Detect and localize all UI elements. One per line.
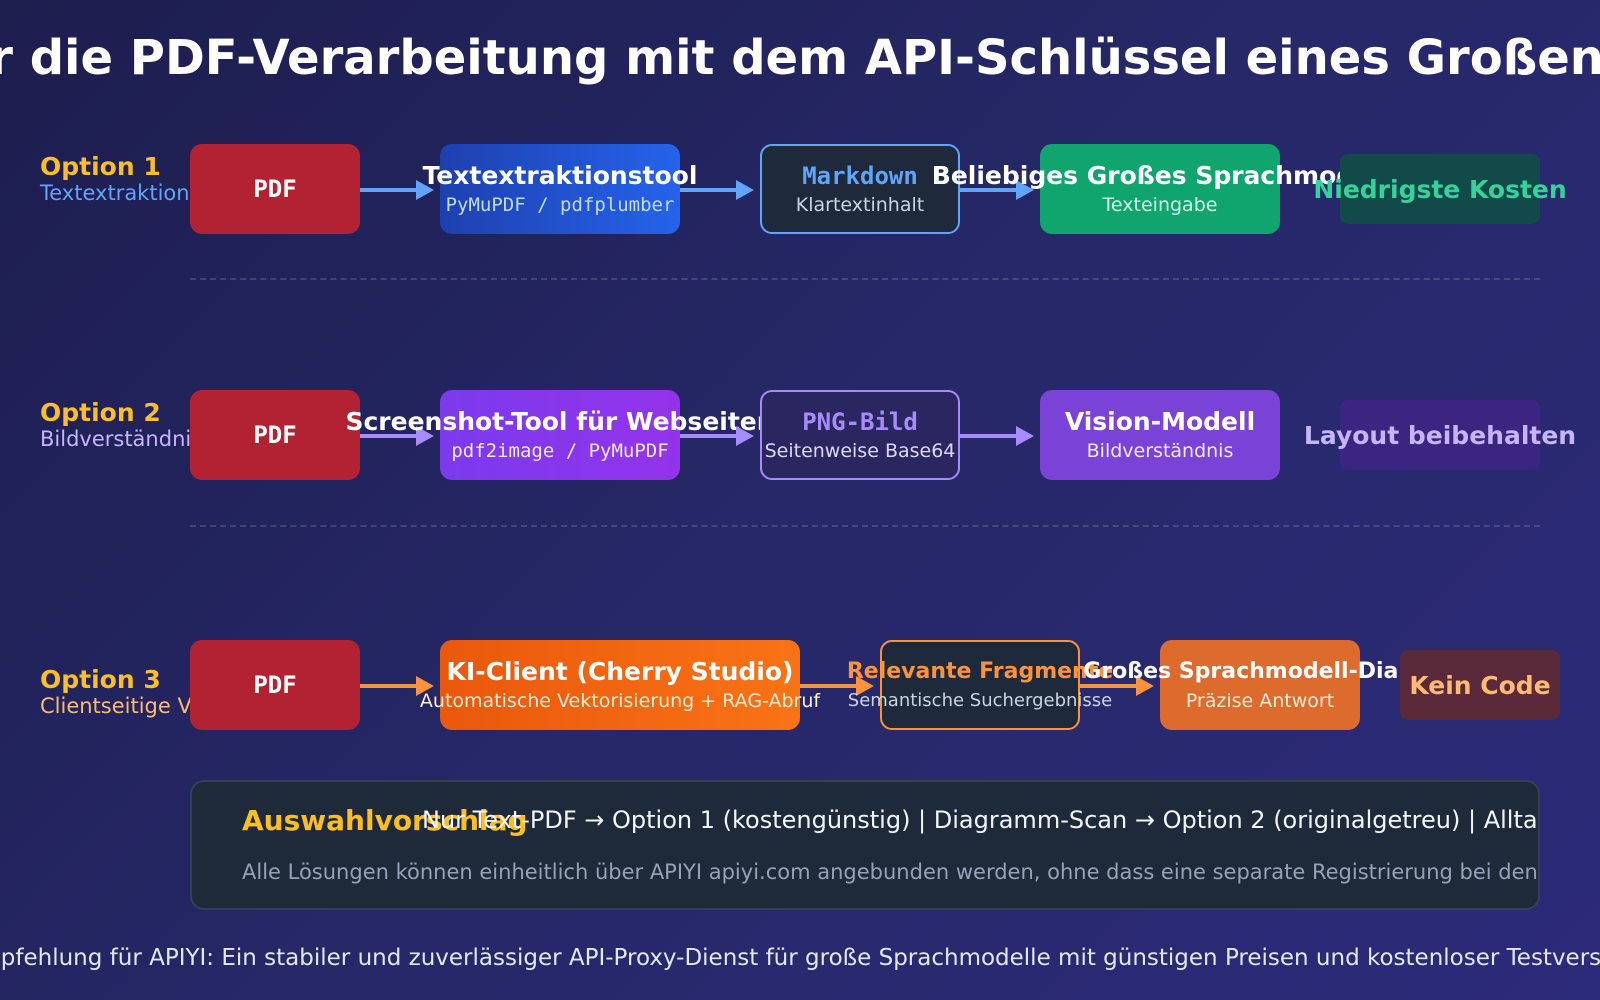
option-3-arrow-2	[800, 676, 874, 696]
option-2-arrow-2	[680, 426, 754, 446]
option-2-tool-subtitle: pdf2image / PyMuPDF	[451, 440, 669, 462]
recommendation-title: Auswahlvorschlag	[242, 804, 528, 837]
option-3-pdf-node: PDF	[190, 640, 360, 730]
option-2-intermediate-title: PNG-Bild	[802, 408, 918, 436]
option-3-arrow-1	[360, 676, 434, 696]
option-1-model-subtitle: Texteingabe	[1102, 194, 1218, 216]
option-3-pdf-label: PDF	[253, 671, 297, 699]
option-2-outcome-badge: Layout beibehalten	[1304, 400, 1576, 470]
option-2-arrow-3	[960, 426, 1034, 446]
recommendation-text: Nur Text-PDF → Option 1 (kostengünstig) …	[422, 806, 1538, 834]
option-2-intermediate-subtitle: Seitenweise Base64	[764, 440, 956, 462]
divider-1	[190, 278, 1540, 280]
option-3-model-node: Großes Sprachmodell-Dialog Präzise Antwo…	[1083, 640, 1437, 730]
option-1-arrow-2	[680, 180, 754, 200]
option-3-model-subtitle: Präzise Antwort	[1185, 690, 1335, 712]
option-3-outcome-text: Kein Code	[1409, 670, 1551, 700]
divider-2	[190, 525, 1540, 527]
option-1-label: Option 1	[40, 152, 161, 181]
option-2-intermediate-node: PNG-Bild Seitenweise Base64	[760, 390, 960, 480]
option-2-model-node: Vision-Modell Bildverständnis	[1040, 390, 1280, 480]
option-1-model-node: Beliebiges Großes Sprachmodell Texteinga…	[932, 144, 1388, 234]
option-1-intermediate-title: Markdown	[802, 162, 918, 190]
option-1-subtitle: Textextraktion	[40, 181, 190, 205]
option-2-arrow-1	[360, 426, 434, 446]
option-1-tool-subtitle: PyMuPDF / pdfplumber	[445, 194, 675, 216]
option-1-arrow-1	[360, 180, 434, 200]
option-1-pdf-label: PDF	[253, 175, 297, 203]
option-1-tool-node: Textextraktionstool PyMuPDF / pdfplumber	[423, 144, 697, 234]
option-3-arrow-3	[1080, 676, 1154, 696]
option-2-outcome-text: Layout beibehalten	[1303, 420, 1577, 450]
option-2-tool-node: Screenshot-Tool für Webseiten pdf2image …	[345, 390, 775, 480]
option-2-tool-title: Screenshot-Tool für Webseiten	[345, 407, 775, 436]
option-2-pdf-label: PDF	[253, 421, 297, 449]
option-3-intermediate-subtitle: Semantische Suchergebnisse	[847, 690, 1113, 711]
option-3-model-title: Großes Sprachmodell-Dialog	[1083, 659, 1437, 684]
option-1-arrow-3	[960, 180, 1034, 200]
option-1-tool-title: Textextraktionstool	[422, 161, 698, 190]
option-1-model-title: Beliebiges Großes Sprachmodell	[931, 161, 1389, 190]
diagram-title: Drei Abläufe für die PDF-Verarbeitung mi…	[0, 30, 1600, 86]
option-1-pdf-node: PDF	[190, 144, 360, 234]
option-1-intermediate-subtitle: Klartextinhalt	[795, 194, 925, 216]
option-1-header: Option 1 Textextraktion	[40, 152, 190, 205]
option-3-label: Option 3	[40, 665, 161, 694]
option-1-intermediate-node: Markdown Klartextinhalt	[760, 144, 960, 234]
option-2-header: Option 2 Bildverständnis	[40, 398, 202, 451]
option-1-outcome-text: Niedrigste Kosten	[1313, 174, 1567, 204]
option-3-intermediate-node: Relevante Fragmente Semantische Sucherge…	[847, 640, 1113, 730]
option-2-subtitle: Bildverständnis	[40, 427, 203, 451]
option-2-pdf-node: PDF	[190, 390, 360, 480]
option-2-model-title: Vision-Modell	[1064, 407, 1256, 436]
recommendation-note: Alle Lösungen können einheitlich über AP…	[242, 860, 1538, 884]
option-1-outcome-badge: Niedrigste Kosten	[1313, 154, 1567, 224]
option-2-label: Option 2	[40, 398, 161, 427]
option-3-tool-node: KI-Client (Cherry Studio) Automatische V…	[420, 640, 820, 730]
option-3-tool-subtitle: Automatische Vektorisierung + RAG-Abruf	[419, 690, 821, 712]
option-3-tool-title: KI-Client (Cherry Studio)	[446, 657, 794, 686]
option-3-intermediate-title: Relevante Fragmente	[846, 659, 1114, 684]
option-3-outcome-badge: Kein Code	[1400, 650, 1560, 720]
recommendation-panel: Auswahlvorschlag Nur Text-PDF → Option 1…	[190, 780, 1540, 910]
option-2-model-subtitle: Bildverständnis	[1086, 440, 1234, 462]
footer-note: Empfehlung für APIYI: Ein stabiler und z…	[0, 945, 1600, 971]
